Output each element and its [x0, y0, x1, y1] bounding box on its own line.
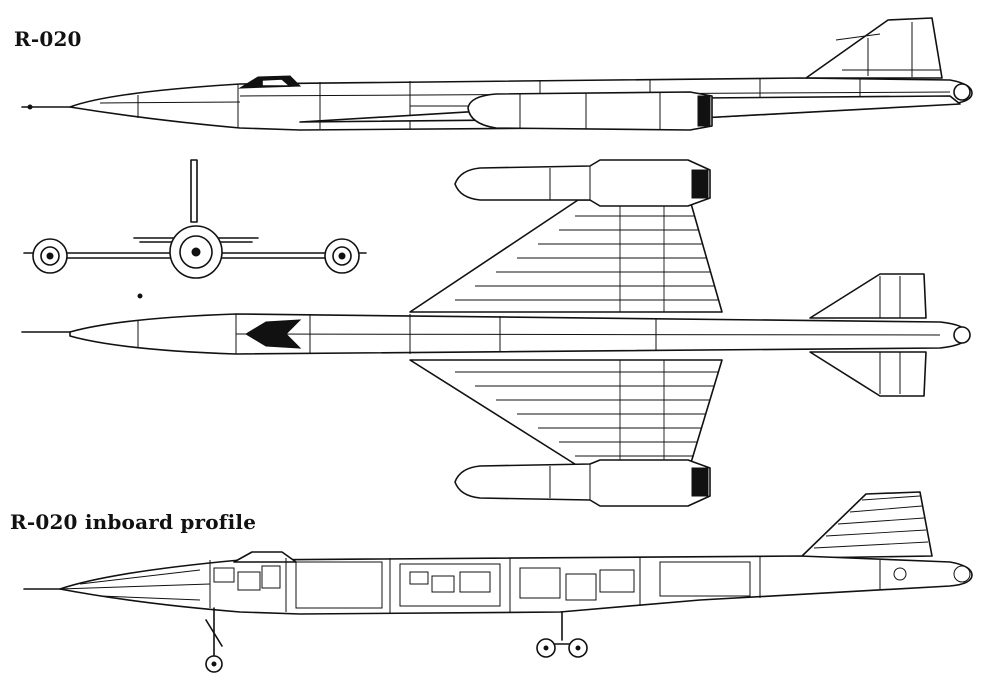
front-view-aircraft-icon — [23, 159, 367, 299]
plan-view-aircraft-icon — [21, 159, 971, 507]
inboard-profile-cutaway-icon — [23, 491, 973, 673]
inboard-profile-title: R-020 inboard profile — [10, 510, 257, 534]
side-view-aircraft-icon — [21, 17, 973, 131]
side-view-title: R-020 — [14, 27, 82, 51]
